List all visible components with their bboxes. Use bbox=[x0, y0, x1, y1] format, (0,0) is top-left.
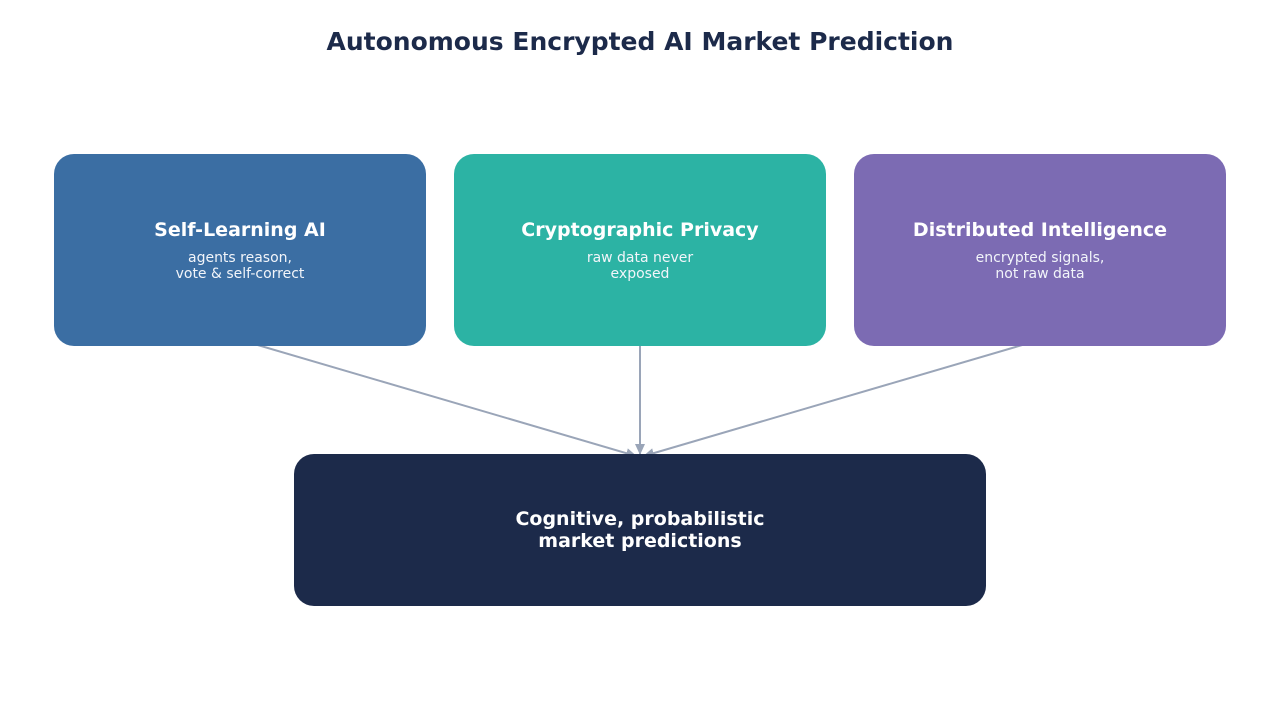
card-title: Self-Learning AI bbox=[154, 219, 326, 241]
output-text: Cognitive, probabilistic market predicti… bbox=[515, 508, 765, 552]
card-subtitle: raw data never exposed bbox=[586, 250, 694, 282]
output-box-market-predictions: Cognitive, probabilistic market predicti… bbox=[294, 454, 986, 606]
card-subtitle: encrypted signals, not raw data bbox=[975, 250, 1105, 282]
input-card-self-learning-ai: Self-Learning AI agents reason, vote & s… bbox=[54, 154, 426, 346]
diagram-title: Autonomous Encrypted AI Market Predictio… bbox=[326, 27, 954, 56]
input-card-cryptographic-privacy: Cryptographic Privacy raw data never exp… bbox=[454, 154, 826, 346]
connector-arrow-1 bbox=[243, 340, 637, 458]
card-subtitle: agents reason, vote & self-correct bbox=[175, 250, 305, 282]
card-title: Cryptographic Privacy bbox=[521, 219, 759, 241]
connector-arrow-3 bbox=[643, 340, 1037, 458]
input-card-distributed-intelligence: Distributed Intelligence encrypted signa… bbox=[854, 154, 1226, 346]
card-title: Distributed Intelligence bbox=[912, 219, 1168, 241]
